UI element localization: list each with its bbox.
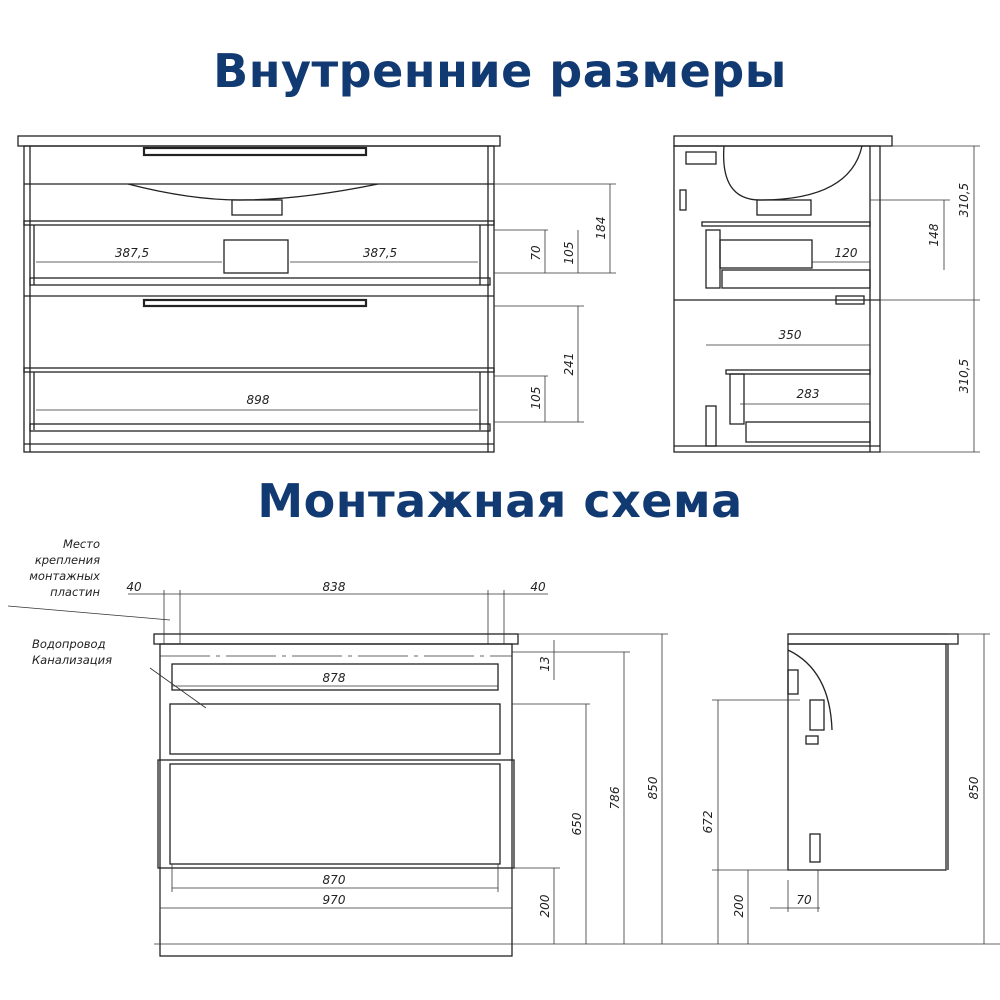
dim-40-right: 40 bbox=[530, 580, 546, 594]
note-plates-3: монтажных bbox=[29, 569, 100, 583]
dim-310-lower: 310,5 bbox=[957, 359, 971, 393]
dim-838: 838 bbox=[323, 580, 346, 594]
note-plates-4: пластин bbox=[50, 585, 100, 599]
dim-310-upper: 310,5 bbox=[957, 183, 971, 217]
note-sewerage: Канализация bbox=[32, 653, 112, 667]
mounting-front-view bbox=[7, 590, 1000, 957]
dim-13: 13 bbox=[538, 656, 552, 671]
dim-350: 350 bbox=[779, 328, 802, 342]
note-plates-1: Место bbox=[63, 537, 100, 551]
dim-70: 70 bbox=[529, 245, 543, 261]
dim-241: 241 bbox=[562, 353, 576, 376]
dim-148: 148 bbox=[927, 223, 941, 246]
title-mounting-scheme: Монтажная схема bbox=[257, 474, 743, 528]
dim-672: 672 bbox=[701, 811, 715, 834]
dim-898: 898 bbox=[247, 393, 270, 407]
dim-786: 786 bbox=[608, 786, 622, 809]
internal-side-view bbox=[673, 135, 980, 453]
dim-387-right: 387,5 bbox=[363, 246, 397, 260]
dim-283: 283 bbox=[797, 387, 820, 401]
dim-200-side: 200 bbox=[732, 894, 746, 917]
dim-120: 120 bbox=[835, 246, 858, 260]
dim-105-upper: 105 bbox=[562, 242, 576, 265]
note-water-supply: Водопровод bbox=[32, 637, 106, 651]
dim-850-front: 850 bbox=[646, 776, 660, 799]
dim-105-lower: 105 bbox=[529, 387, 543, 410]
dim-878: 878 bbox=[323, 671, 346, 685]
dim-200-front: 200 bbox=[538, 894, 552, 917]
dim-650: 650 bbox=[570, 812, 584, 835]
dim-850-side: 850 bbox=[967, 776, 981, 799]
title-internal-dimensions: Внутренние размеры bbox=[213, 44, 787, 98]
internal-front-view bbox=[17, 135, 616, 453]
dim-970: 970 bbox=[323, 893, 346, 907]
dim-870: 870 bbox=[323, 873, 346, 887]
mounting-side-view bbox=[712, 633, 990, 944]
dim-387-left: 387,5 bbox=[115, 246, 149, 260]
dim-184: 184 bbox=[594, 217, 608, 240]
dim-40-left: 40 bbox=[126, 580, 142, 594]
dim-70-side: 70 bbox=[796, 893, 812, 907]
note-plates-2: крепления bbox=[35, 553, 100, 567]
